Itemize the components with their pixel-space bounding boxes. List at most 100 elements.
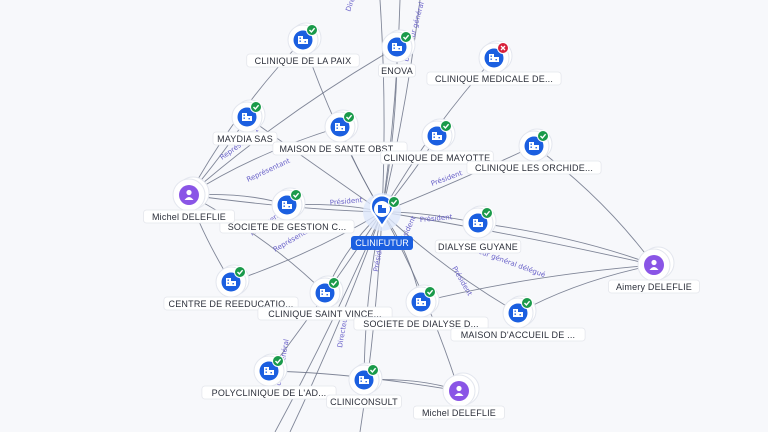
- svg-text:CENTRE DE REEDUCATIO...: CENTRE DE REEDUCATIO...: [169, 299, 294, 309]
- edge-michel1-vincent: [188, 194, 326, 294]
- check-badge-icon: [343, 111, 355, 123]
- company-node-medicale[interactable]: CLINIQUE MEDICALE DE...: [426, 40, 562, 86]
- node-label: SOCIETE DE DIALYSE D...: [353, 316, 489, 331]
- svg-text:Michel DELEFLIE: Michel DELEFLIE: [422, 408, 496, 418]
- building-icon: [242, 113, 252, 121]
- node-label: MAISON DE SANTE OBST...: [272, 141, 408, 156]
- edge-aimery-dialyse: [477, 222, 655, 266]
- svg-text:MAYDIA SAS: MAYDIA SAS: [217, 134, 273, 144]
- svg-text:CLINIQUE DE LA PAIX: CLINIQUE DE LA PAIX: [255, 56, 352, 66]
- svg-text:Michel DELEFLIE: Michel DELEFLIE: [152, 212, 226, 222]
- node-label: DIALYSE GUYANE: [434, 239, 522, 254]
- edge-offscreen: [379, 0, 385, 213]
- company-node-paix[interactable]: CLINIQUE DE LA PAIX: [246, 22, 360, 68]
- company-node-polyclinique[interactable]: POLYCLINIQUE DE L'AD...: [201, 353, 337, 400]
- node-label: CLINIQUE MEDICALE DE...: [426, 71, 562, 86]
- building-icon: [513, 309, 523, 317]
- company-node-enova[interactable]: ENOVA: [378, 29, 416, 78]
- svg-text:SOCIETE DE GESTION C...: SOCIETE DE GESTION C...: [228, 222, 347, 232]
- company-node-accueil[interactable]: MAISON D'ACCUEIL DE ...: [450, 295, 586, 342]
- building-icon: [489, 54, 499, 62]
- center-node[interactable]: CLINIFUTUR: [351, 193, 413, 250]
- node-label: CLINICONSULT: [326, 394, 402, 409]
- svg-text:DIALYSE GUYANE: DIALYSE GUYANE: [438, 242, 518, 252]
- check-badge-icon: [388, 196, 400, 208]
- building-icon: [320, 289, 330, 297]
- check-badge-icon: [481, 207, 493, 219]
- edge-aimery-orchidees: [533, 145, 655, 266]
- building-icon: [335, 123, 345, 131]
- building-icon: [416, 298, 426, 306]
- building-icon: [392, 43, 402, 51]
- company-node-maydia[interactable]: MAYDIA SAS: [212, 99, 278, 146]
- cross-badge-icon: [497, 42, 509, 54]
- center-label: CLINIFUTUR: [351, 236, 413, 250]
- node-label: ENOVA: [378, 63, 416, 78]
- person-icon: [649, 259, 659, 270]
- company-node-gestion[interactable]: SOCIETE DE GESTION C...: [219, 187, 355, 234]
- check-badge-icon: [290, 189, 302, 201]
- company-node-dialyse[interactable]: DIALYSE GUYANE: [434, 205, 522, 254]
- company-node-orchidees[interactable]: CLINIQUE LES ORCHIDE...: [466, 128, 602, 175]
- svg-text:Aimery DELEFLIE: Aimery DELEFLIE: [616, 282, 692, 292]
- check-badge-icon: [424, 286, 436, 298]
- node-label: MAISON D'ACCUEIL DE ...: [450, 327, 586, 342]
- company-node-cliniconsult[interactable]: CLINICONSULT: [326, 362, 402, 409]
- check-badge-icon: [440, 120, 452, 132]
- svg-text:CLINIQUE SAINT VINCE...: CLINIQUE SAINT VINCE...: [268, 309, 381, 319]
- svg-text:MAISON DE SANTE OBST...: MAISON DE SANTE OBST...: [279, 144, 400, 154]
- svg-text:CLINIQUE MEDICALE DE...: CLINIQUE MEDICALE DE...: [435, 74, 553, 84]
- svg-text:CLINIFUTUR: CLINIFUTUR: [355, 238, 409, 248]
- node-label: MAYDIA SAS: [212, 131, 278, 146]
- node-label: POLYCLINIQUE DE L'AD...: [201, 385, 337, 400]
- node-label: Aimery DELEFLIE: [608, 279, 700, 294]
- company-node-mayotte[interactable]: CLINIQUE DE MAYOTTE: [380, 118, 494, 165]
- map-pin-icon: [370, 194, 394, 228]
- person-node-michel2[interactable]: Michel DELEFLIE: [413, 372, 505, 420]
- person-node-michel1[interactable]: Michel DELEFLIE: [143, 176, 235, 224]
- building-icon: [298, 36, 308, 44]
- edge-michel1-enova: [188, 46, 398, 196]
- building-icon: [359, 376, 369, 384]
- building-icon: [264, 367, 274, 375]
- building-icon: [432, 132, 442, 140]
- company-node-reeducation[interactable]: CENTRE DE REEDUCATIO...: [163, 264, 299, 311]
- building-icon: [473, 219, 483, 227]
- check-badge-icon: [328, 277, 340, 289]
- check-badge-icon: [521, 297, 533, 309]
- edge-offscreen: [381, 0, 401, 213]
- svg-text:SOCIETE DE DIALYSE D...: SOCIETE DE DIALYSE D...: [363, 319, 478, 329]
- company-node-societedialyse[interactable]: SOCIETE DE DIALYSE D...: [353, 284, 489, 331]
- check-badge-icon: [250, 101, 262, 113]
- svg-text:CLINICONSULT: CLINICONSULT: [330, 397, 398, 407]
- edge-aimery-societedialyse: [420, 264, 655, 303]
- check-badge-icon: [367, 364, 379, 376]
- svg-text:MAISON D'ACCUEIL DE ...: MAISON D'ACCUEIL DE ...: [461, 330, 576, 340]
- nodes-layer: CLINIQUE DE LA PAIX ENOVA CLINIQUE MEDICAL…: [143, 22, 700, 420]
- edge-label: Directeur général: [344, 0, 373, 13]
- node-label: SOCIETE DE GESTION C...: [219, 219, 355, 234]
- person-icon: [454, 385, 464, 396]
- building-icon: [282, 201, 292, 209]
- node-label: Michel DELEFLIE: [143, 209, 235, 224]
- person-icon: [184, 189, 194, 200]
- svg-text:CLINIQUE DE MAYOTTE: CLINIQUE DE MAYOTTE: [384, 153, 491, 163]
- building-icon: [226, 278, 236, 286]
- node-label: CLINIQUE DE LA PAIX: [246, 53, 360, 68]
- edge-accueil: [381, 211, 519, 314]
- svg-text:CLINIQUE LES ORCHIDE...: CLINIQUE LES ORCHIDE...: [475, 163, 593, 173]
- check-badge-icon: [306, 24, 318, 36]
- person-node-aimery[interactable]: Aimery DELEFLIE: [608, 246, 700, 294]
- svg-text:ENOVA: ENOVA: [381, 66, 413, 76]
- node-label: CLINIQUE DE MAYOTTE: [380, 150, 494, 165]
- company-node-maisonsante[interactable]: MAISON DE SANTE OBST...: [272, 109, 408, 156]
- edge-cliniconsult: [363, 211, 383, 381]
- node-label: Michel DELEFLIE: [413, 405, 505, 420]
- node-label: CLINIQUE LES ORCHIDE...: [466, 160, 602, 175]
- building-icon: [378, 205, 386, 213]
- svg-text:POLYCLINIQUE DE L'AD...: POLYCLINIQUE DE L'AD...: [212, 388, 327, 398]
- edge-offscreen: [381, 0, 421, 213]
- check-badge-icon: [537, 130, 549, 142]
- edge-label: Président: [419, 213, 452, 224]
